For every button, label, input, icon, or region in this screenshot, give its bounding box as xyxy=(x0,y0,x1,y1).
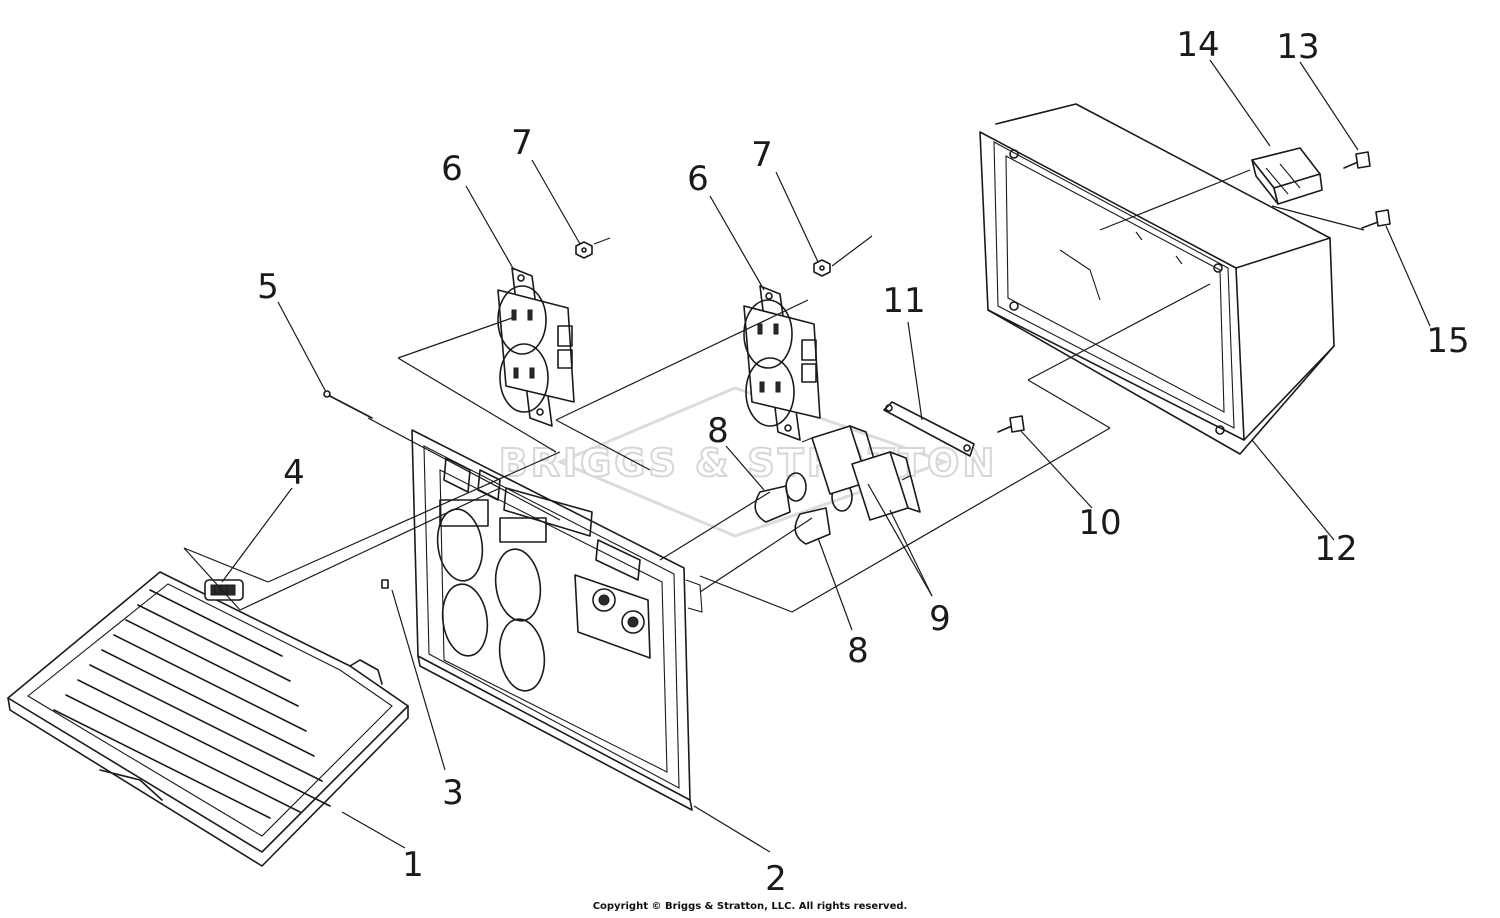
callout-9: 9 xyxy=(929,599,951,639)
callout-6b: 6 xyxy=(687,159,709,199)
part-15-screw xyxy=(1361,209,1391,229)
part-5-rod xyxy=(323,390,373,419)
part-2-control-panel xyxy=(411,429,703,811)
part-6-receptacle-left xyxy=(497,267,575,427)
part-3-pin xyxy=(381,579,389,589)
part-1-cover xyxy=(7,571,409,867)
part-7-nuts xyxy=(575,241,831,277)
assembly-lines xyxy=(183,169,1365,613)
callout-3: 3 xyxy=(442,773,464,813)
part-12-housing xyxy=(979,103,1335,455)
part-11-bracket xyxy=(883,401,975,457)
callout-12: 12 xyxy=(1314,529,1357,569)
callout-10: 10 xyxy=(1078,503,1121,543)
watermark-text: BRIGGS & STRATTON xyxy=(499,441,998,485)
part-10-screw xyxy=(997,415,1025,433)
callout-8b: 8 xyxy=(847,631,869,671)
callout-14: 14 xyxy=(1176,25,1219,65)
part-6-receptacle-right xyxy=(743,285,821,441)
callout-7b: 7 xyxy=(751,135,773,175)
copyright-notice: Copyright © Briggs & Stratton, LLC. All … xyxy=(592,901,908,912)
part-14-terminal-block xyxy=(1251,147,1323,205)
part-8-lamps xyxy=(754,472,853,545)
callout-6a: 6 xyxy=(441,149,463,189)
part-13-screw xyxy=(1343,151,1371,169)
callout-13: 13 xyxy=(1276,27,1319,67)
watermark: BRIGGS & STRATTON xyxy=(498,386,998,538)
callout-11: 11 xyxy=(882,281,925,321)
callout-5: 5 xyxy=(257,267,279,307)
part-4-spring xyxy=(204,579,244,601)
callout-pointers xyxy=(221,59,1431,853)
callout-2: 2 xyxy=(765,859,787,899)
callout-15: 15 xyxy=(1426,321,1469,361)
callout-7a: 7 xyxy=(511,123,533,163)
callout-8a: 8 xyxy=(707,411,729,451)
callout-1: 1 xyxy=(402,845,424,885)
part-9-breakers xyxy=(801,425,921,521)
callout-labels: 1 2 3 4 5 6 7 6 7 8 8 9 10 11 12 13 14 1… xyxy=(257,25,1469,899)
callout-4: 4 xyxy=(283,453,305,493)
